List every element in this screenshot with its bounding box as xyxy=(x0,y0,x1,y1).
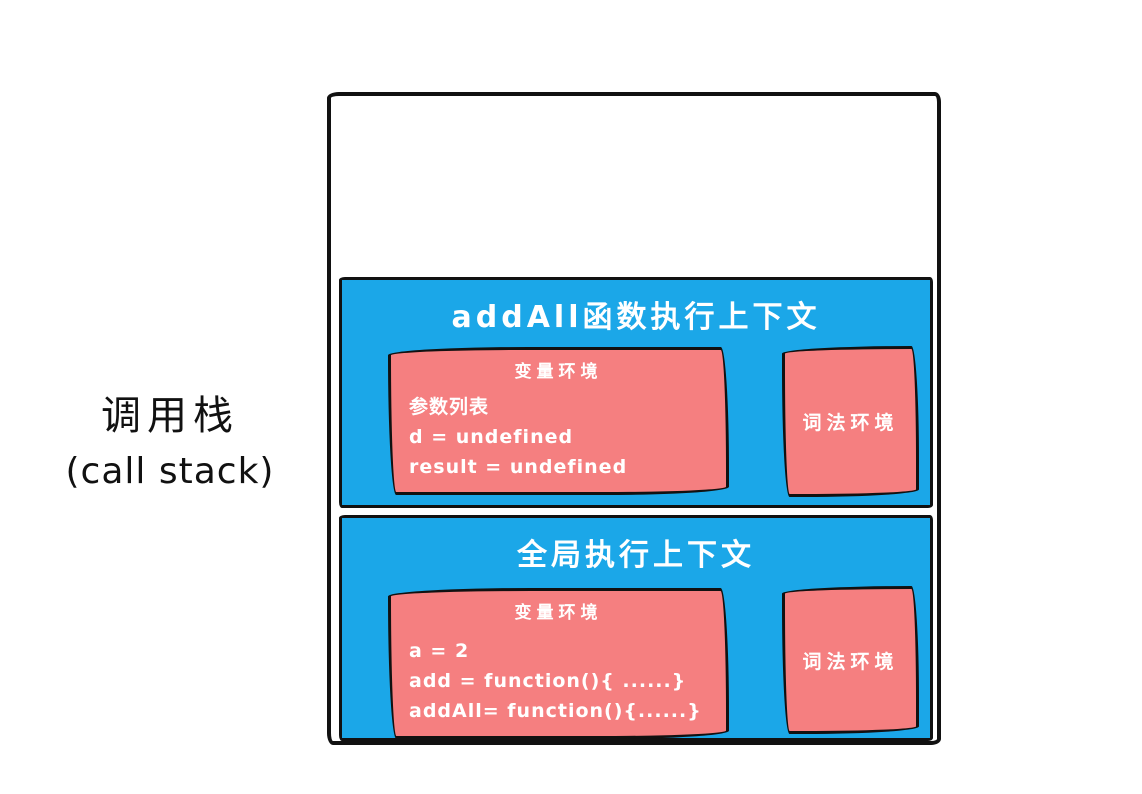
addall-lexical-environment: 词法环境 xyxy=(782,346,919,497)
addall-variable-environment-lines: 参数列表 d = undefined result = undefined xyxy=(391,392,726,492)
global-lexical-environment-label: 词法环境 xyxy=(802,650,899,673)
env-line: add = function(){ ......} xyxy=(409,670,687,692)
global-variable-environment-lines: a = 2 add = function(){ ......} addAll= … xyxy=(391,636,726,736)
global-variable-environment: 变量环境 a = 2 add = function(){ ......} add… xyxy=(388,588,729,739)
execution-context-global: 全局执行上下文 变量环境 a = 2 add = function(){ ...… xyxy=(339,515,933,741)
addall-variable-environment: 变量环境 参数列表 d = undefined result = undefin… xyxy=(388,347,729,495)
caption-english: (call stack) xyxy=(65,451,275,492)
env-line: addAll= function(){......} xyxy=(409,700,702,722)
env-line: 参数列表 xyxy=(409,396,490,418)
execution-context-addall-title: addAll函数执行上下文 xyxy=(451,300,821,335)
addall-lexical-environment-label: 词法环境 xyxy=(802,412,899,434)
addall-variable-environment-header: 变量环境 xyxy=(514,362,603,382)
caption-chinese: 调用栈 xyxy=(101,393,239,439)
env-line: d = undefined xyxy=(409,426,574,448)
execution-context-addall: addAll函数执行上下文 变量环境 参数列表 d = undefined re… xyxy=(339,277,933,508)
global-lexical-environment: 词法环境 xyxy=(782,586,919,734)
call-stack-caption: 调用栈 (call stack) xyxy=(30,388,310,500)
env-line: result = undefined xyxy=(409,456,628,478)
execution-context-global-title: 全局执行上下文 xyxy=(517,538,755,573)
global-variable-environment-header: 变量环境 xyxy=(514,603,603,623)
env-line: a = 2 xyxy=(409,640,470,662)
